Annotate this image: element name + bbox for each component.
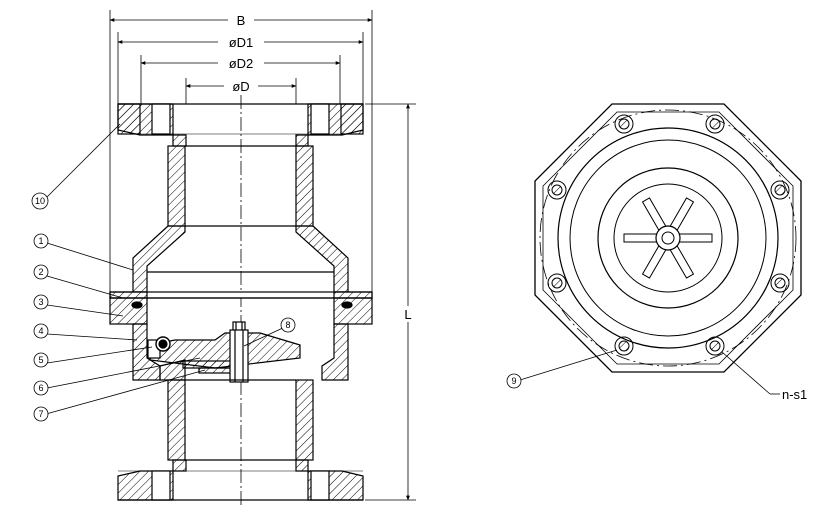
svg-text:1: 1 [38, 236, 43, 246]
bolt-6 [770, 273, 790, 293]
svg-text:2: 2 [38, 267, 43, 277]
callout-8: 8 [280, 317, 296, 333]
dimension-lines [109, 10, 416, 501]
callout-9: 9 [506, 373, 522, 389]
bolt-8 [705, 336, 725, 356]
bolt-7 [614, 336, 634, 356]
bolt-3 [547, 180, 567, 200]
callout-4: 4 [33, 323, 49, 339]
dim-d-label: øD [232, 79, 249, 94]
svg-text:4: 4 [38, 326, 43, 336]
bolt-1 [614, 114, 634, 134]
svg-text:3: 3 [38, 297, 43, 307]
section-view [109, 95, 373, 505]
dim-d2-label: øD2 [229, 56, 254, 71]
bolt-4 [770, 180, 790, 200]
dim-l-label: L [404, 307, 411, 322]
callout-leaders [45, 123, 286, 415]
svg-text:8: 8 [285, 320, 290, 330]
svg-text:6: 6 [38, 383, 43, 393]
svg-text:10: 10 [35, 196, 45, 206]
callout-5: 5 [33, 352, 49, 368]
svg-text:7: 7 [38, 409, 43, 419]
svg-text:5: 5 [38, 355, 43, 365]
callout-6: 6 [33, 380, 49, 396]
callout-3: 3 [33, 294, 49, 310]
dim-b-label: B [237, 13, 246, 28]
dim-d1-label: øD1 [229, 35, 254, 50]
callout-2: 2 [33, 264, 49, 280]
bolt-spec-label: n-s1 [782, 387, 807, 402]
svg-text:9: 9 [511, 376, 516, 386]
end-view [519, 103, 802, 395]
bolt-2 [705, 114, 725, 134]
callout-10: 10 [31, 192, 49, 210]
bolt-5 [547, 273, 567, 293]
callout-1: 1 [33, 233, 49, 249]
callout-7: 7 [33, 406, 49, 422]
